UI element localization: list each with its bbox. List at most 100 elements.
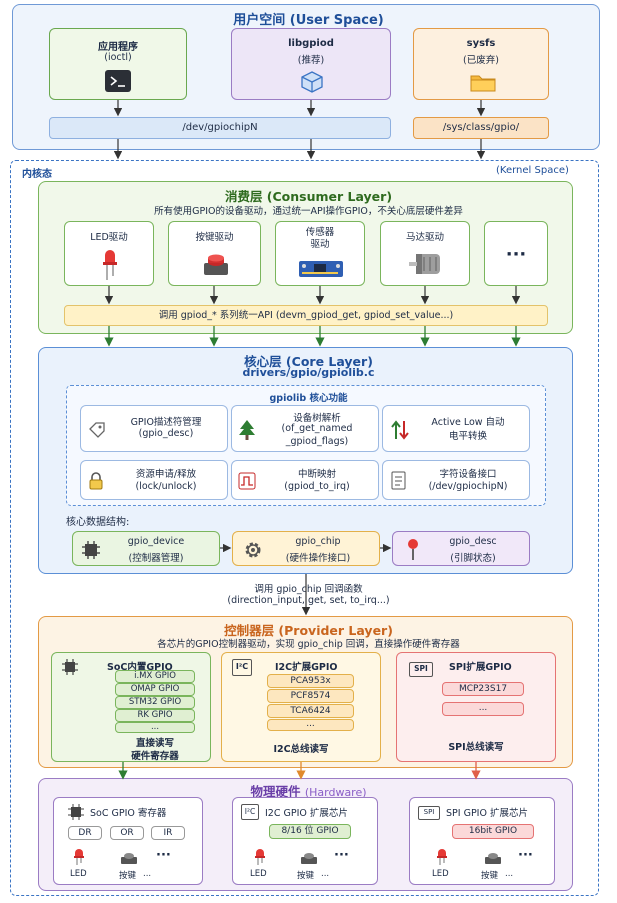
gpio-desc-name: gpio_desc bbox=[449, 536, 497, 547]
soc-item-imx: i.MX GPIO bbox=[115, 670, 195, 683]
sensor-board-icon bbox=[299, 261, 343, 277]
hw-soc-led-label: LED bbox=[70, 869, 87, 879]
spi-gpio-title: SPI扩展GPIO bbox=[449, 662, 512, 673]
i2c-footer: I2C总线读写 bbox=[273, 744, 329, 755]
chip-icon bbox=[62, 659, 78, 675]
soc-footer-l1: 直接读写 bbox=[135, 738, 174, 749]
gpiod-api-call-bar: 调用 gpiod_* 系列统一API (devm_gpiod_get, gpio… bbox=[64, 305, 548, 326]
consumer-title: 消费层 (Consumer Layer) bbox=[224, 189, 393, 204]
func-desc-mgmt-l1: GPIO描述符管理 bbox=[130, 417, 202, 428]
hw-spi-more: ··· bbox=[518, 848, 533, 863]
gpio-desc-card: gpio_desc (引脚状态) bbox=[392, 531, 530, 566]
hw-spi-badge: SPI bbox=[418, 806, 440, 820]
pin-icon bbox=[408, 539, 418, 560]
hw-soc-card: SoC GPIO 寄存器 bbox=[53, 797, 203, 885]
folder-icon bbox=[470, 75, 496, 92]
provider-title: 控制器层 (Provider Layer) bbox=[224, 623, 393, 638]
hw-key-icon bbox=[121, 853, 137, 864]
soc-item-stm32: STM32 GPIO bbox=[115, 696, 195, 709]
reg-ir: IR bbox=[151, 826, 185, 840]
pulse-icon bbox=[238, 472, 256, 490]
hw-i2c-etc-label: ... bbox=[321, 869, 330, 879]
hw-led-icon bbox=[437, 849, 447, 865]
hw-led-icon bbox=[255, 849, 265, 865]
reg-or: OR bbox=[110, 826, 144, 840]
gpio-chip-name: gpio_chip bbox=[295, 536, 341, 547]
i2c-item-more: ... bbox=[267, 719, 354, 731]
sensor-driver-card: 传感器驱动 bbox=[275, 221, 365, 286]
func-devicetree-l3: _gpiod_flags) bbox=[285, 436, 349, 447]
soc-item-more: ... bbox=[115, 722, 195, 733]
func-chardev: 字符设备接口 (/dev/gpiochipN) bbox=[382, 460, 530, 500]
func-devicetree: 设备树解析 (of_get_named _gpiod_flags) bbox=[231, 405, 379, 452]
libgpiod-box: libgpiod (推荐) bbox=[231, 28, 391, 100]
more-drivers-card: ··· bbox=[484, 221, 548, 286]
func-irq: 中断映射 (gpiod_to_irq) bbox=[231, 460, 379, 500]
hw-spi-led-label: LED bbox=[432, 869, 449, 879]
key-driver-label: 按键驱动 bbox=[195, 232, 234, 243]
cube-icon bbox=[301, 71, 323, 93]
hw-i2c-more: ··· bbox=[334, 848, 349, 863]
hardware-title-en: (Hardware) bbox=[304, 786, 367, 799]
i2c-item-tca6424: TCA6424 bbox=[267, 704, 354, 718]
lock-icon bbox=[89, 472, 103, 490]
func-resource: 资源申请/释放 (lock/unlock) bbox=[80, 460, 228, 500]
soc-footer-l2: 硬件寄存器 bbox=[131, 751, 179, 762]
gear-icon bbox=[245, 542, 261, 558]
gpio-device-card: gpio_device (控制器管理) bbox=[72, 531, 220, 566]
sysfs-title: sysfs bbox=[466, 38, 496, 49]
app-title: 应用程序 bbox=[98, 42, 138, 53]
dev-gpiochip-node: /dev/gpiochipN bbox=[49, 117, 391, 139]
hw-spi-title: SPI GPIO 扩展芯片 bbox=[446, 808, 528, 819]
func-irq-l1: 中断映射 bbox=[297, 469, 336, 480]
func-active-low: Active Low 自动 电平转换 bbox=[382, 405, 530, 452]
i2c-item-pcf8574: PCF8574 bbox=[267, 689, 354, 703]
gpio-chip-desc: (硬件操作接口) bbox=[285, 553, 351, 564]
provider-desc: 各芯片的GPIO控制器驱动，实现 gpio_chip 回调，直接操作硬件寄存器 bbox=[157, 639, 460, 650]
callback-label-l2: (direction_input, get, set, to_irq...) bbox=[227, 595, 390, 606]
hw-soc-etc-label: ... bbox=[143, 869, 152, 879]
hw-spi-chip: 16bit GPIO bbox=[452, 824, 534, 839]
led-driver-card: LED驱动 bbox=[64, 221, 154, 286]
hw-i2c-title: I2C GPIO 扩展芯片 bbox=[265, 808, 348, 819]
hardware-title: 物理硬件 (Hardware) bbox=[0, 781, 617, 800]
motor-driver-card: 马达驱动 bbox=[380, 221, 470, 286]
func-devicetree-l2: (of_get_named bbox=[281, 423, 353, 434]
soc-item-omap: OMAP GPIO bbox=[115, 683, 195, 696]
func-desc-mgmt-l2: (gpio_desc) bbox=[138, 428, 194, 439]
motor-driver-label: 马达驱动 bbox=[405, 232, 444, 243]
func-resource-l2: (lock/unlock) bbox=[135, 481, 197, 492]
kernel-space-boundary bbox=[10, 160, 599, 896]
document-icon bbox=[391, 471, 406, 490]
updown-arrows-icon bbox=[391, 420, 409, 440]
sys-class-gpio-node: /sys/class/gpio/ bbox=[413, 117, 549, 139]
spi-footer: SPI总线读写 bbox=[448, 742, 504, 753]
sysfs-sub: (已废弃) bbox=[463, 55, 499, 66]
chip-icon bbox=[68, 804, 84, 820]
gpio-device-name: gpio_device bbox=[127, 536, 185, 547]
app-box: 应用程序 (ioctl) bbox=[49, 28, 187, 100]
user-space-title: 用户空间 (User Space) bbox=[233, 13, 384, 28]
terminal-icon bbox=[105, 70, 131, 92]
i2c-item-pca953x: PCA953x bbox=[267, 674, 354, 688]
func-active-low-l2: 电平转换 bbox=[448, 431, 487, 442]
hw-key-icon bbox=[485, 853, 501, 864]
spi-item-more: ... bbox=[442, 702, 524, 716]
motor-icon bbox=[409, 254, 440, 274]
hw-i2c-card: I²C I2C GPIO 扩展芯片 bbox=[232, 797, 378, 885]
hw-key-icon bbox=[301, 853, 317, 864]
hardware-title-cn: 物理硬件 bbox=[250, 784, 301, 799]
hw-spi-key-label: 按键 bbox=[481, 871, 499, 881]
core-ds-title: 核心数据结构: bbox=[66, 517, 130, 528]
callback-label-l1: 调用 gpio_chip 回调函数 bbox=[254, 584, 363, 595]
key-driver-card: 按键驱动 bbox=[168, 221, 261, 286]
hw-spi-etc-label: ... bbox=[505, 869, 514, 879]
soc-item-rk: RK GPIO bbox=[115, 709, 195, 722]
led-icon bbox=[103, 250, 117, 280]
spi-item-mcp23s17: MCP23S17 bbox=[442, 682, 524, 696]
app-sub: (ioctl) bbox=[104, 52, 132, 63]
button-icon bbox=[204, 254, 228, 275]
func-irq-l2: (gpiod_to_irq) bbox=[284, 481, 350, 492]
hw-i2c-chip: 8/16 位 GPIO bbox=[269, 824, 351, 839]
libgpiod-title: libgpiod bbox=[288, 38, 334, 49]
